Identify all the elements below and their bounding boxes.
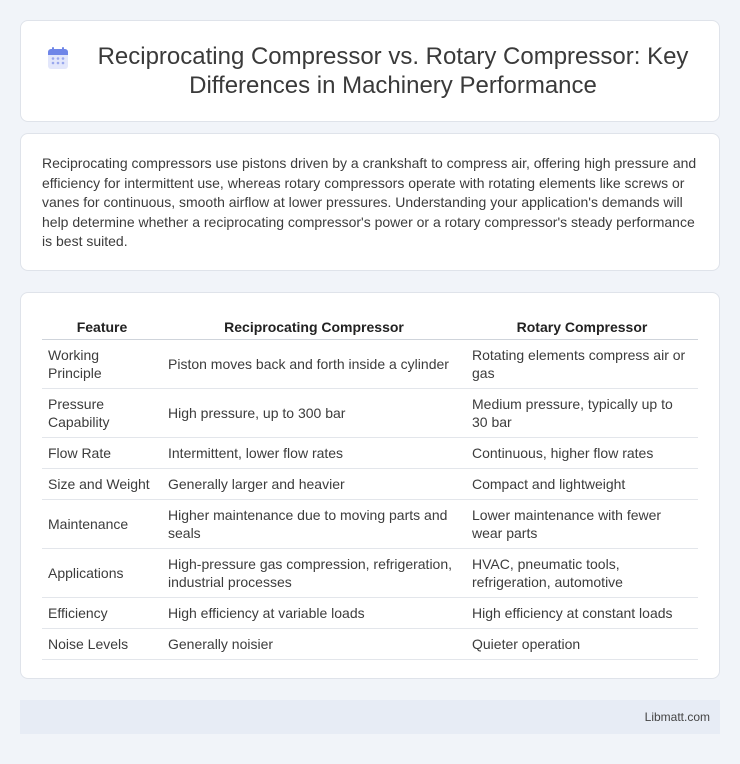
rotary-cell: Quieter operation [466,628,698,660]
rotary-cell: Medium pressure, typically up to 30 bar [466,388,698,438]
rotary-cell: HVAC, pneumatic tools, refrigeration, au… [466,548,698,598]
feature-cell: Size and Weight [42,468,162,500]
page-title: Reciprocating Compressor vs. Rotary Comp… [97,43,689,99]
comparison-card: Feature Reciprocating Compressor Rotary … [20,292,720,679]
rotary-cell: Continuous, higher flow rates [466,437,698,469]
rotary-cell: High efficiency at constant loads [466,597,698,629]
feature-cell: Working Principle [42,339,162,389]
rotary-cell: Lower maintenance with fewer wear parts [466,499,698,549]
rotary-cell: Compact and lightweight [466,468,698,500]
table-row: Pressure Capability High pressure, up to… [42,388,698,438]
intro-card: Reciprocating compressors use pistons dr… [20,133,720,271]
reciprocating-cell: Generally noisier [162,628,466,660]
table-row: Size and Weight Generally larger and hea… [42,468,698,500]
footer-bar: Libmatt.com [20,700,720,734]
table-row: Working Principle Piston moves back and … [42,339,698,389]
table-row: Efficiency High efficiency at variable l… [42,597,698,629]
title-wrap: Reciprocating Compressor vs. Rotary Comp… [27,42,713,100]
feature-cell: Pressure Capability [42,388,162,438]
reciprocating-cell: Intermittent, lower flow rates [162,437,466,469]
reciprocating-cell: Generally larger and heavier [162,468,466,500]
calendar-icon [47,46,69,70]
intro-paragraph: Reciprocating compressors use pistons dr… [42,155,697,250]
column-header-reciprocating: Reciprocating Compressor [162,313,466,340]
column-header-rotary: Rotary Compressor [466,313,698,340]
reciprocating-cell: High efficiency at variable loads [162,597,466,629]
title-card: Reciprocating Compressor vs. Rotary Comp… [20,20,720,122]
table-row: Flow Rate Intermittent, lower flow rates… [42,437,698,469]
table-row: Noise Levels Generally noisier Quieter o… [42,628,698,660]
rotary-cell: Rotating elements compress air or gas [466,339,698,389]
feature-cell: Applications [42,548,162,598]
table-row: Applications High-pressure gas compressi… [42,548,698,598]
table-header-row: Feature Reciprocating Compressor Rotary … [42,313,698,340]
reciprocating-cell: Higher maintenance due to moving parts a… [162,499,466,549]
column-header-feature: Feature [42,313,162,340]
footer-site-link[interactable]: Libmatt.com [644,710,710,724]
reciprocating-cell: High-pressure gas compression, refrigera… [162,548,466,598]
feature-cell: Noise Levels [42,628,162,660]
table-row: Maintenance Higher maintenance due to mo… [42,499,698,549]
reciprocating-cell: High pressure, up to 300 bar [162,388,466,438]
reciprocating-cell: Piston moves back and forth inside a cyl… [162,339,466,389]
comparison-table: Feature Reciprocating Compressor Rotary … [42,313,698,660]
feature-cell: Efficiency [42,597,162,629]
feature-cell: Maintenance [42,499,162,549]
feature-cell: Flow Rate [42,437,162,469]
